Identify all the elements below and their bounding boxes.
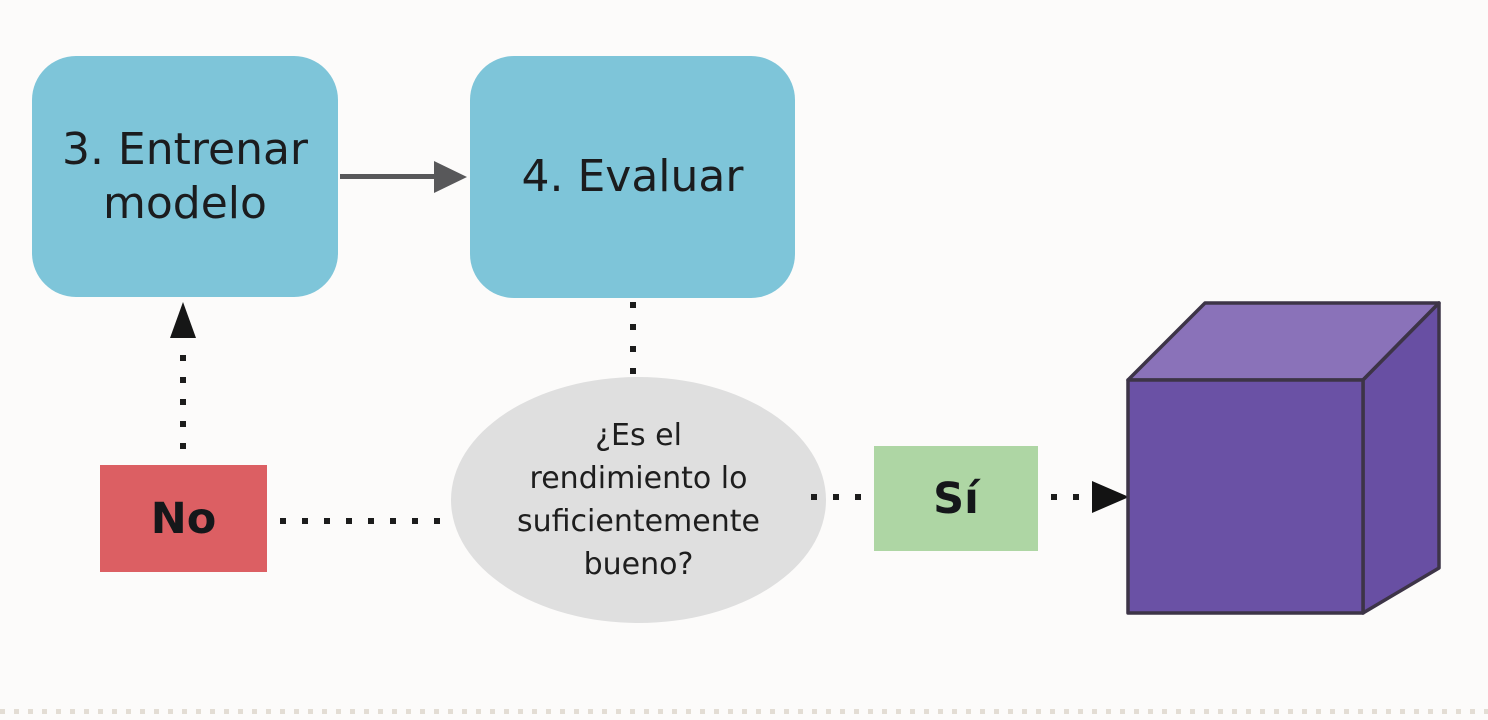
node-train-model-label-line1: 3. Entrenar xyxy=(61,123,309,175)
node-train-model-label: 3. Entrenar modelo xyxy=(62,123,308,230)
arrow-train-to-evaluate-line xyxy=(340,174,436,179)
arrow-yes-to-cube-head-icon xyxy=(1092,481,1129,513)
node-no: No xyxy=(100,465,267,572)
node-evaluate: 4. Evaluar xyxy=(470,56,795,298)
node-yes: Sí xyxy=(874,446,1038,551)
arrow-train-to-evaluate-head-icon xyxy=(434,161,467,193)
node-evaluate-label: 4. Evaluar xyxy=(521,151,744,203)
model-cube-icon xyxy=(1126,301,1441,615)
node-train-model-label-line2: modelo xyxy=(103,177,267,229)
connector-decision-to-no xyxy=(280,518,441,524)
node-yes-label: Sí xyxy=(933,473,979,524)
node-no-label: No xyxy=(150,493,217,544)
node-decision-label-line3: suficientemente xyxy=(517,504,760,539)
cube-front-face xyxy=(1126,378,1365,615)
connector-decision-to-yes xyxy=(811,494,861,500)
connector-yes-to-cube xyxy=(1051,494,1079,500)
connector-no-to-train xyxy=(180,355,186,451)
node-decision-label-line4: bueno? xyxy=(583,547,694,582)
bottom-dotted-band xyxy=(0,709,1488,714)
node-decision-label-line2: rendimiento lo xyxy=(529,461,748,496)
node-decision-performance: ¿Es el rendimiento lo suficientemente bu… xyxy=(451,377,826,623)
arrow-no-to-train-head-icon xyxy=(170,302,196,338)
node-train-model: 3. Entrenar modelo xyxy=(32,56,338,297)
connector-evaluate-to-decision xyxy=(630,302,636,374)
node-decision-label-line1: ¿Es el xyxy=(595,418,682,453)
